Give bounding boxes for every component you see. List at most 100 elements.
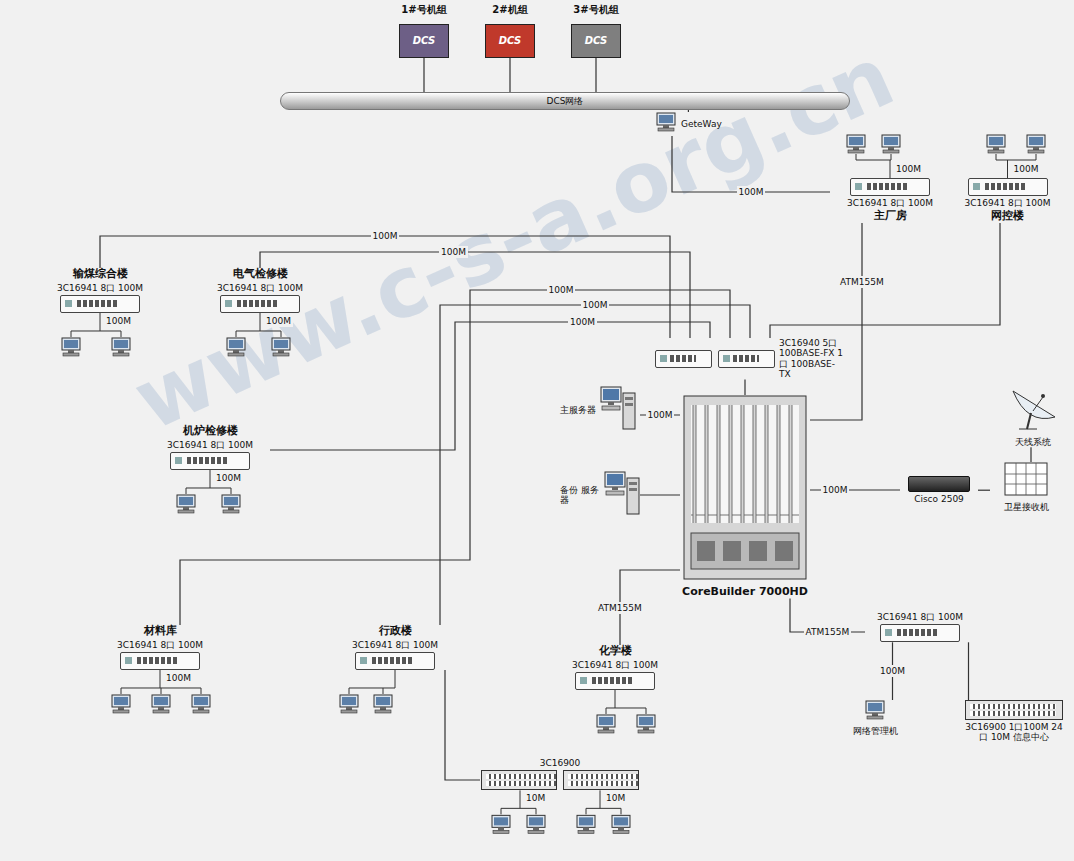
node-text: 网络管理机 — [853, 726, 898, 736]
node-text: 行政楼 — [379, 625, 412, 638]
node-text: 备份 服务器 — [560, 485, 600, 506]
link-speed: 10M — [604, 792, 627, 804]
sw-icon — [120, 652, 200, 670]
hub2-icon — [481, 770, 639, 790]
node-text: DCS — [499, 35, 522, 47]
pc-icon — [272, 338, 290, 356]
network-link — [509, 58, 510, 92]
srv-icon — [604, 470, 640, 520]
srv-icon — [600, 385, 636, 435]
pc-icon — [847, 135, 865, 153]
recv-node: 卫星接收机 — [990, 462, 1062, 512]
node-text: 输煤综合楼 — [73, 268, 128, 281]
pc-icon — [882, 135, 900, 153]
pc-wire — [121, 688, 122, 694]
sw-node: 电气检修楼3C16941 8口 100M — [205, 268, 315, 313]
node-text: 卫星接收机 — [1004, 502, 1049, 512]
sw-node: 材料库3C16941 8口 100M — [100, 625, 220, 670]
sw-node: 行政楼 3C16941 8口 100M — [330, 625, 460, 670]
sw-icon — [170, 452, 250, 470]
node-text: 3C16941 8口 100M — [167, 440, 253, 450]
pc-wire — [586, 808, 621, 809]
pc-wire — [349, 688, 350, 694]
pc-wire — [201, 688, 202, 694]
link-speed: 10M — [524, 792, 547, 804]
link-speed: 100M — [104, 315, 133, 327]
pc-icon — [612, 815, 630, 833]
pc-icon — [112, 695, 130, 713]
node-text: 2#机组 — [478, 4, 542, 16]
pc-wire — [161, 688, 162, 694]
node-text: 3C16941 8口 100M — [572, 660, 658, 670]
node-text: 1#号机组 — [392, 4, 456, 16]
sw-node: 3C16941 8口 100M — [865, 612, 975, 642]
network-link — [180, 290, 730, 625]
pc-wire — [260, 313, 261, 331]
pc-icon — [340, 695, 358, 713]
link-speed: 100M — [737, 186, 766, 198]
pc-wire — [606, 707, 646, 708]
pc-wire — [1007, 160, 1008, 178]
dish-node: 天线系统 — [1000, 385, 1066, 447]
sw-node: 输煤综合楼 3C16941 8口 100M — [40, 268, 160, 313]
pc-icon — [374, 695, 392, 713]
link-speed: 100M — [547, 284, 576, 296]
sw-icon — [60, 295, 140, 313]
pc-wire — [996, 154, 997, 160]
node-text: DCS — [413, 35, 436, 47]
core-icon — [683, 395, 807, 584]
network-link — [595, 58, 596, 92]
pc-wire — [890, 160, 891, 178]
watermark: www.c-s-a.org.cn — [120, 27, 907, 449]
srv-node: 备份 服务器 — [560, 470, 640, 520]
hub-icon — [965, 700, 1063, 720]
node-text: 3C16941 8口 100M — [964, 198, 1050, 208]
network-link — [770, 223, 1000, 338]
pc-wire — [615, 690, 616, 708]
pc-wire — [160, 670, 161, 688]
pc-icon — [987, 135, 1005, 153]
node-text: 主服务器 — [560, 405, 596, 415]
node-text: 3C16941 8口 100M — [352, 640, 438, 650]
network-link — [100, 236, 670, 338]
node-text: 天线系统 — [1015, 437, 1051, 447]
node-text: 3C16941 8口 100M — [117, 640, 203, 650]
node-text: DCS网络 — [547, 93, 584, 109]
pc-wire — [891, 154, 892, 160]
link-speed: 100M — [878, 665, 907, 677]
link-speed: 100M — [581, 299, 610, 311]
link-speed: ATM155M — [838, 276, 886, 288]
node-text: 电气检修楼 — [233, 268, 288, 281]
pc-icon — [177, 495, 195, 513]
link-speed: 100M — [646, 409, 675, 421]
node-text: 机炉检修楼 — [183, 425, 238, 438]
cisco-icon — [908, 476, 970, 492]
pc-wire — [236, 331, 237, 337]
node-text: 3C16940 5口 100BASE-FX 1口 100BASE-TX — [779, 338, 845, 379]
link-speed: ATM155M — [596, 602, 644, 614]
link-speed: ATM155M — [804, 626, 852, 638]
node-text: CoreBuilder 7000HD — [682, 586, 808, 599]
sw-icon — [220, 295, 300, 313]
sw-node: 3C16941 8口 100M主厂房 — [830, 178, 950, 223]
sw-icon — [575, 672, 655, 690]
network-link — [423, 58, 424, 92]
pc-icon — [1027, 135, 1045, 153]
node-text: 3C16941 8口 100M — [877, 612, 963, 622]
pc-icon — [62, 338, 80, 356]
hub2-node: 3C16900 — [480, 758, 640, 790]
link-speed: 100M — [568, 316, 597, 328]
pc-wire — [606, 708, 607, 714]
pc-wire — [281, 331, 282, 337]
pc-icon — [112, 338, 130, 356]
sw2-node: 3C16940 5口 100BASE-FX 1口 100BASE-TX — [655, 338, 845, 379]
node-text: 3C16941 8口 100M — [57, 283, 143, 293]
pc-icon — [655, 112, 677, 136]
node-text: 3#号机组 — [564, 4, 628, 16]
pc-wire — [121, 331, 122, 337]
pc-node: GeteWay — [655, 112, 722, 136]
network-link — [744, 379, 745, 395]
pc-wire — [186, 488, 187, 494]
